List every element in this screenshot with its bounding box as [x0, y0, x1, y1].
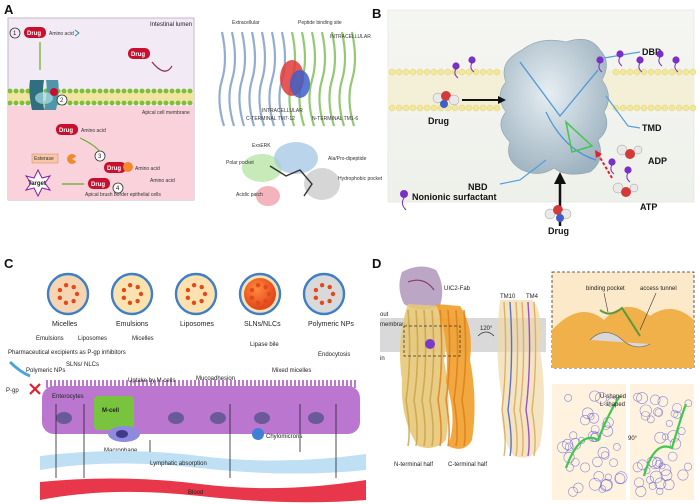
label-lipase: Lipase bile — [250, 342, 279, 348]
structure-label-n-terminal: N-TERMINAL TM1-6 — [312, 116, 358, 122]
label-tm4: TM4 — [526, 294, 539, 300]
carrier-label-4: SLNs/NLCs — [244, 321, 281, 328]
intestinal-lumen-label: Intestinal lumen — [150, 22, 192, 28]
structure-label-extracellular: Extracellular — [232, 20, 260, 26]
fab-label: UIC2-Fab — [444, 286, 471, 292]
pgp-inhibited-mark — [30, 384, 40, 394]
panel-a-letter: A — [4, 2, 14, 17]
pocket-zoom: binding pocket access tunnel — [552, 272, 694, 368]
enterocytes-label: Enterocytes — [52, 394, 84, 400]
pgp-label: P-gp — [6, 388, 19, 394]
carrier-3: Liposomes — [176, 274, 216, 328]
free-drug-lumen-label: Drug — [131, 52, 145, 58]
prodrug-1-amino-label: Amino acid — [49, 31, 74, 37]
panel-b: B DBD TMD NBD ADP ATP — [372, 6, 696, 236]
nanocarrier-row: Micelles Emulsions Liposomes SLNs/NLCs Polym… — [48, 274, 354, 328]
m-cell-label: M-cell — [102, 408, 119, 414]
label-nbd: NBD — [468, 182, 488, 192]
binding-pocket-detail: ExxERK Polar pocket Acidic patch Ala/Pro… — [226, 142, 383, 206]
structure-label-intracellular-2: INTRACELLULAR — [330, 34, 371, 40]
structure-label-binding-site: Peptide binding site — [298, 20, 342, 26]
pocket-label-hydrophobic: Hydrophobic pocket — [338, 176, 383, 182]
carrier-1: Micelles — [48, 274, 88, 328]
label-atp: ATP — [640, 202, 657, 212]
label-polymeric-nps-route: Polymeric NPs — [26, 368, 65, 374]
prodrug-1-drug-label: Drug — [27, 31, 41, 37]
carrier-2: Emulsions — [112, 274, 152, 328]
nonionic-surfactant: Nonionic surfactant — [400, 190, 497, 210]
brush-border-label: Apical brush border epithelial cells — [85, 192, 161, 198]
structure-label-c-terminal: C-TERMINAL TM7-12 — [246, 116, 295, 122]
target-label: Target — [28, 181, 46, 187]
step-4-drug-label: Drug — [91, 182, 105, 188]
label-c-terminal-half: C-terminal half — [448, 462, 487, 468]
label-binding-pocket: binding pocket — [586, 286, 625, 292]
label-drug-left: Drug — [428, 116, 449, 126]
label-rot90: 90° — [628, 436, 638, 442]
carrier-label-2: Emulsions — [116, 321, 149, 328]
carrier-label-3: Liposomes — [180, 321, 214, 328]
label-slns-route: SLNs/ NLCs — [66, 362, 99, 368]
carrier-label-1: Micelles — [52, 321, 78, 328]
label-n-terminal-half: N-terminal half — [394, 462, 433, 468]
label-liposomes-route: Liposomes — [78, 336, 107, 342]
panel-c-letter: C — [4, 256, 14, 271]
carrier-4: SLNs/NLCs — [240, 274, 281, 328]
chylomicrons-label: Chylomicrons — [266, 434, 302, 440]
structure-label-intracellular-1: INTRACELLULAR — [262, 108, 303, 114]
label-endocytosis: Endocytosis — [318, 352, 350, 358]
panel-d-letter: D — [372, 256, 381, 271]
step-3-amino-label: Amino acid — [135, 166, 160, 172]
esterase-label: Esterase — [34, 156, 54, 162]
panel-d: D out membrane in UIC2-Fab N-terminal ha… — [372, 256, 694, 500]
prodrug-cell-drug-label: Drug — [59, 128, 73, 134]
label-u-shaped: U-shaped — [600, 394, 626, 400]
blood-label: Blood — [188, 490, 203, 496]
pocket-label-alapro: Ala/Pro-dipeptide — [328, 156, 367, 162]
label-drug-bottom: Drug — [548, 226, 569, 236]
esterase: Esterase — [32, 154, 77, 164]
epithelium: M-cell Enterocytes — [42, 380, 360, 434]
label-uptake-m: Uptake by M cells — [128, 378, 175, 384]
panel-b-letter: B — [372, 6, 381, 21]
label-micelles-route: Micelles — [132, 336, 154, 342]
prodrug-cell-amino-label: Amino acid — [81, 128, 106, 134]
label-mixed-micelles: Mixed micelles — [272, 368, 311, 374]
panel-c: C MicellesEmulsionsLiposomesSLNs/NLCsPol… — [4, 256, 366, 502]
panel-a: A Intestinal lumen Apical cell membrane … — [4, 2, 383, 206]
excipients-label: Pharmaceutical excipients as P-gp inhibi… — [8, 350, 126, 356]
pocket-label-acidic: Acidic patch — [236, 192, 263, 198]
step-3-drug-label: Drug — [107, 166, 121, 172]
apical-membrane-label: Apical cell membrane — [142, 110, 190, 116]
pgp-surface — [500, 39, 609, 174]
carrier-5: Polymeric NPs — [304, 274, 354, 328]
pept1-structure: Extracellular Peptide binding site C-TER… — [200, 16, 380, 144]
pocket-label-polar: Polar pocket — [226, 160, 254, 166]
pocket-label-exxerk: ExxERK — [252, 143, 271, 149]
density-zoom: U-shaped L-shaped 90° — [552, 384, 694, 500]
label-out: out — [380, 312, 389, 318]
label-emulsions-route: Emulsions — [36, 336, 64, 342]
label-adp: ADP — [648, 156, 667, 166]
lymphatic-label: Lymphatic absorption — [150, 461, 207, 467]
pgp-rotated-view: TM10 TM4 — [497, 294, 544, 458]
label-l-shaped: L-shaped — [600, 402, 625, 408]
label-in: in — [380, 356, 385, 362]
label-tmd: TMD — [642, 123, 662, 133]
label-access-tunnel: access tunnel — [640, 286, 677, 292]
label-tm10: TM10 — [500, 294, 516, 300]
step-4-amino-label: Amino acid — [150, 178, 175, 184]
label-rot120: 120° — [480, 326, 493, 332]
label-nonionic-surfactant: Nonionic surfactant — [412, 192, 497, 202]
carrier-label-5: Polymeric NPs — [308, 321, 354, 328]
uic2-fab: UIC2-Fab — [399, 266, 470, 309]
label-mucoadhesion: Mucoadhesion — [196, 376, 235, 382]
